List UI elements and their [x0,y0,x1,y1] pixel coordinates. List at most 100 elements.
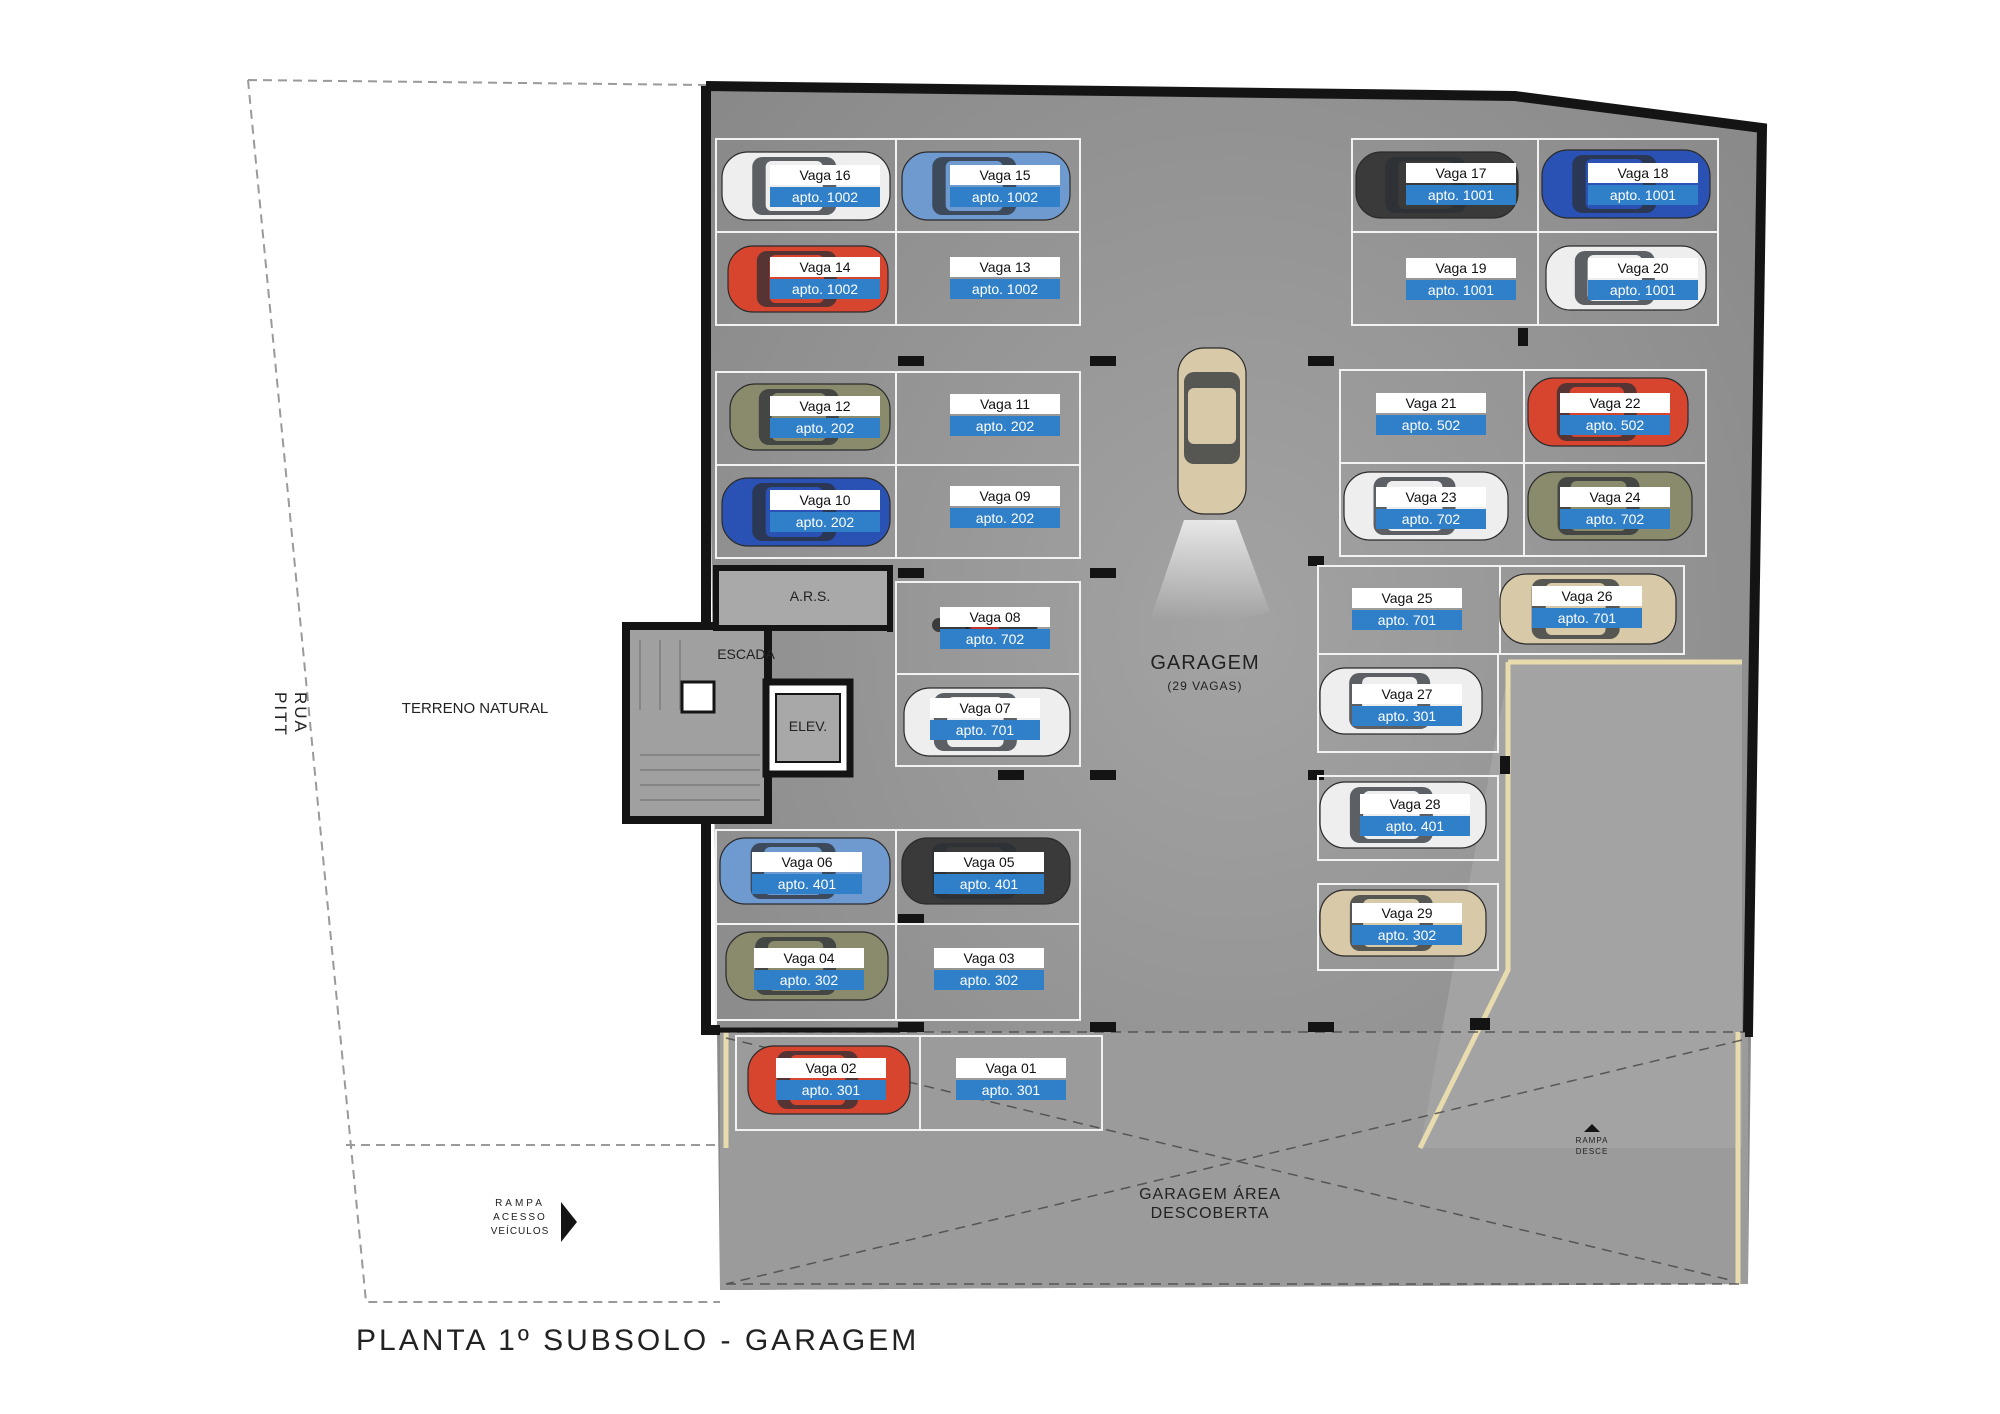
uncovered-label-2: DESCOBERTA [1150,1205,1270,1222]
spot-apartment: apto. 1001 [1406,280,1516,300]
moving-car-icon [1177,347,1247,515]
spot-apartment: apto. 1002 [950,187,1060,207]
spot-number: Vaga 16 [770,165,880,185]
uncovered-edge [723,1032,1741,1284]
garage-label: GARAGEM [1150,652,1260,674]
ars-room [713,565,893,631]
street-label: RUA PITT [271,692,310,737]
spot-apartment: apto. 301 [776,1080,886,1100]
spot-apartment: apto. 401 [752,874,862,894]
spot-number: Vaga 09 [950,486,1060,506]
spot-apartment: apto. 1001 [1588,280,1698,300]
spot-apartment: apto. 1001 [1588,185,1698,205]
stair-well [680,680,716,714]
spot-number: Vaga 28 [1360,794,1470,814]
ramp-access-2: ACESSO [493,1212,547,1223]
spot-number: Vaga 08 [940,607,1050,627]
spot-number: Vaga 29 [1352,903,1462,923]
stair-steps [639,640,760,801]
spot-number: Vaga 19 [1406,258,1516,278]
ramp-access-3: VEÍCULOS [490,1226,550,1237]
spot-apartment: apto. 301 [1352,706,1462,726]
ramp-down-arrow-icon [1584,1124,1600,1132]
stairs-label: ESCADA [717,646,775,662]
spot-number: Vaga 23 [1376,487,1486,507]
plan-title: PLANTA 1º SUBSOLO - GARAGEM [356,1324,920,1357]
spot-number: Vaga 17 [1406,163,1516,183]
spot-apartment: apto. 202 [950,508,1060,528]
spot-apartment: apto. 1001 [1406,185,1516,205]
spot-apartment: apto. 502 [1560,415,1670,435]
spot-apartment: apto. 1002 [950,279,1060,299]
spot-number: Vaga 12 [770,396,880,416]
slot-outlines [715,138,1719,1131]
spot-apartment: apto. 702 [1376,509,1486,529]
spot-number: Vaga 07 [930,698,1040,718]
elevator-label: ELEV. [788,718,828,734]
spot-apartment: apto. 701 [930,720,1040,740]
spot-apartment: apto. 302 [754,970,864,990]
spot-number: Vaga 15 [950,165,1060,185]
spot-apartment: apto. 701 [1532,608,1642,628]
spot-number: Vaga 05 [934,852,1044,872]
spot-apartment: apto. 301 [956,1080,1066,1100]
spot-number: Vaga 21 [1376,393,1486,413]
ramp-access-1: RAMPA [495,1198,545,1209]
pillars [898,328,1528,1032]
spot-number: Vaga 03 [934,948,1044,968]
ramp-down-2: DESCE [1575,1147,1609,1156]
ars-label: A.R.S. [789,588,831,604]
spot-number: Vaga 27 [1352,684,1462,704]
spot-apartment: apto. 702 [1560,509,1670,529]
spot-number: Vaga 22 [1560,393,1670,413]
spot-apartment: apto. 502 [1376,415,1486,435]
uncovered-dashes [720,1031,1748,1285]
spot-apartment: apto. 701 [1352,610,1462,630]
uncovered-label-1: GARAGEM ÁREA [1139,1186,1281,1203]
spot-number: Vaga 14 [770,257,880,277]
spot-number: Vaga 04 [754,948,864,968]
spot-apartment: apto. 302 [934,970,1044,990]
spot-number: Vaga 24 [1560,487,1670,507]
spot-apartment: apto. 401 [934,874,1044,894]
site-boundary [247,79,720,1303]
spot-number: Vaga 02 [776,1058,886,1078]
ramp-down-1: RAMPA [1575,1136,1609,1145]
spot-number: Vaga 01 [956,1058,1066,1078]
ramp-down-area [1420,662,1742,1148]
spot-apartment: apto. 202 [770,512,880,532]
spot-apartment: apto. 401 [1360,816,1470,836]
spot-number: Vaga 06 [752,852,862,872]
spot-apartment: apto. 1002 [770,279,880,299]
spot-number: Vaga 26 [1532,586,1642,606]
spot-apartment: apto. 1002 [770,187,880,207]
spot-number: Vaga 13 [950,257,1060,277]
spot-number: Vaga 18 [1588,163,1698,183]
ramp-access-arrow-icon [561,1202,577,1242]
spot-apartment: apto. 202 [770,418,880,438]
